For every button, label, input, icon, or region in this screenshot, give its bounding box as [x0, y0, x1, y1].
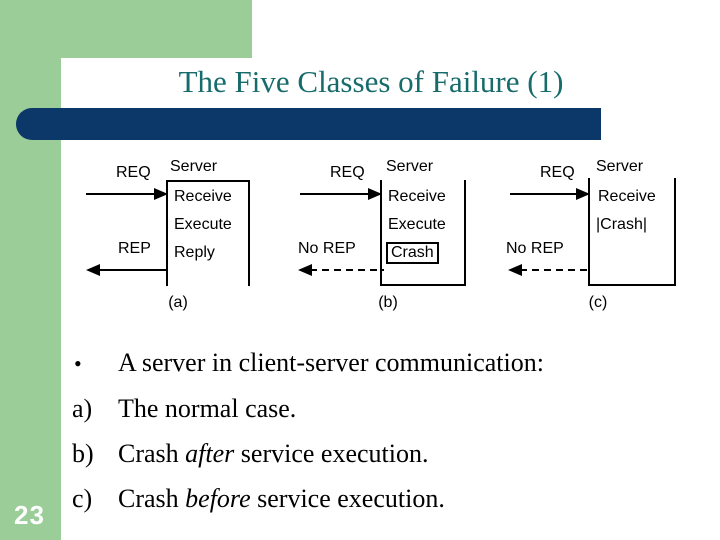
reply-label-b: No REP — [298, 240, 356, 257]
crash-box-b: Crash — [386, 242, 439, 264]
server-label-a: Server — [170, 158, 218, 175]
panel-caption-a: (a) — [168, 294, 188, 311]
step-1-a: Receive — [174, 188, 232, 205]
bullet-text-before: The normal case. — [118, 394, 297, 423]
request-arrow-a — [86, 188, 168, 200]
bullet-text-after: service execution. — [234, 439, 429, 468]
bullet-item: c) Crash before service execution. — [66, 476, 686, 521]
step-1-c: Receive — [598, 188, 656, 205]
panel-a-top-rule — [166, 180, 250, 182]
reply-label-c: No REP — [506, 240, 564, 257]
bullet-text-before: Crash — [118, 484, 186, 513]
crash-box-c: |Crash| — [596, 216, 647, 233]
figure-panel-a: Server REQ REP Receive Execute Reply (a) — [78, 150, 278, 312]
bullet-text: The normal case. — [118, 386, 686, 431]
reply-arrow-c — [508, 264, 592, 276]
bullet-text: Crash after service execution. — [118, 431, 686, 476]
reply-arrow-a — [86, 264, 168, 276]
bullet-text-before: A server in client-server communication: — [118, 348, 544, 377]
step-2-a: Execute — [174, 216, 232, 233]
bullet-item: a) The normal case. — [66, 386, 686, 431]
panel-c-right-rule — [674, 178, 676, 286]
panel-b-left-rule — [380, 180, 382, 286]
reply-label-a: REP — [118, 240, 151, 257]
figure-panel-c: Server REQ No REP Receive |Crash| (c) — [498, 150, 698, 312]
slide-number: 23 — [14, 500, 45, 530]
panel-caption-c: (c) — [588, 294, 608, 311]
reply-arrow-b — [298, 264, 384, 276]
panel-c-left-rule — [588, 178, 590, 286]
server-label-c: Server — [596, 158, 644, 175]
bullet-marker: • — [74, 351, 82, 376]
bullet-text-emphasis: after — [185, 439, 235, 468]
bullet-text: Crash before service execution. — [118, 476, 686, 521]
bullet-text: A server in client-server communication: — [118, 340, 686, 385]
request-label-c: REQ — [540, 164, 575, 181]
panel-a-right-rule — [248, 180, 250, 286]
bullet-text-before: Crash — [118, 439, 186, 468]
request-arrow-b — [300, 188, 382, 200]
step-3-a: Reply — [174, 244, 215, 261]
request-label-b: REQ — [330, 164, 365, 181]
step-2-b: Execute — [388, 216, 446, 233]
request-label-a: REQ — [116, 164, 151, 181]
panel-c-bottom-rule — [588, 284, 676, 286]
bullet-marker: c) — [72, 484, 93, 513]
step-1-b: Receive — [388, 188, 446, 205]
page-title: The Five Classes of Failure (1) — [178, 64, 564, 99]
bullet-item: b) Crash after service execution. — [66, 431, 686, 476]
failure-classes-figure: Server REQ REP Receive Execute Reply (a)… — [78, 150, 678, 312]
panel-a-left-rule — [166, 180, 168, 286]
panel-caption-b: (b) — [378, 294, 398, 311]
title-underline-bar — [16, 108, 601, 140]
bullet-list: • A server in client-server communicatio… — [66, 340, 686, 521]
panel-b-right-rule — [464, 180, 466, 286]
figure-panel-b: Server REQ No REP Receive Execute Crash … — [288, 150, 488, 312]
bullet-marker: b) — [72, 439, 94, 468]
server-label-b: Server — [386, 158, 434, 175]
request-arrow-c — [510, 188, 590, 200]
panel-b-bottom-rule — [380, 284, 466, 286]
bullet-item: • A server in client-server communicatio… — [66, 340, 686, 386]
bullet-text-after: service execution. — [250, 484, 445, 513]
green-sidebar — [0, 0, 61, 540]
bullet-text-emphasis: before — [185, 484, 251, 513]
bullet-marker: a) — [72, 394, 93, 423]
